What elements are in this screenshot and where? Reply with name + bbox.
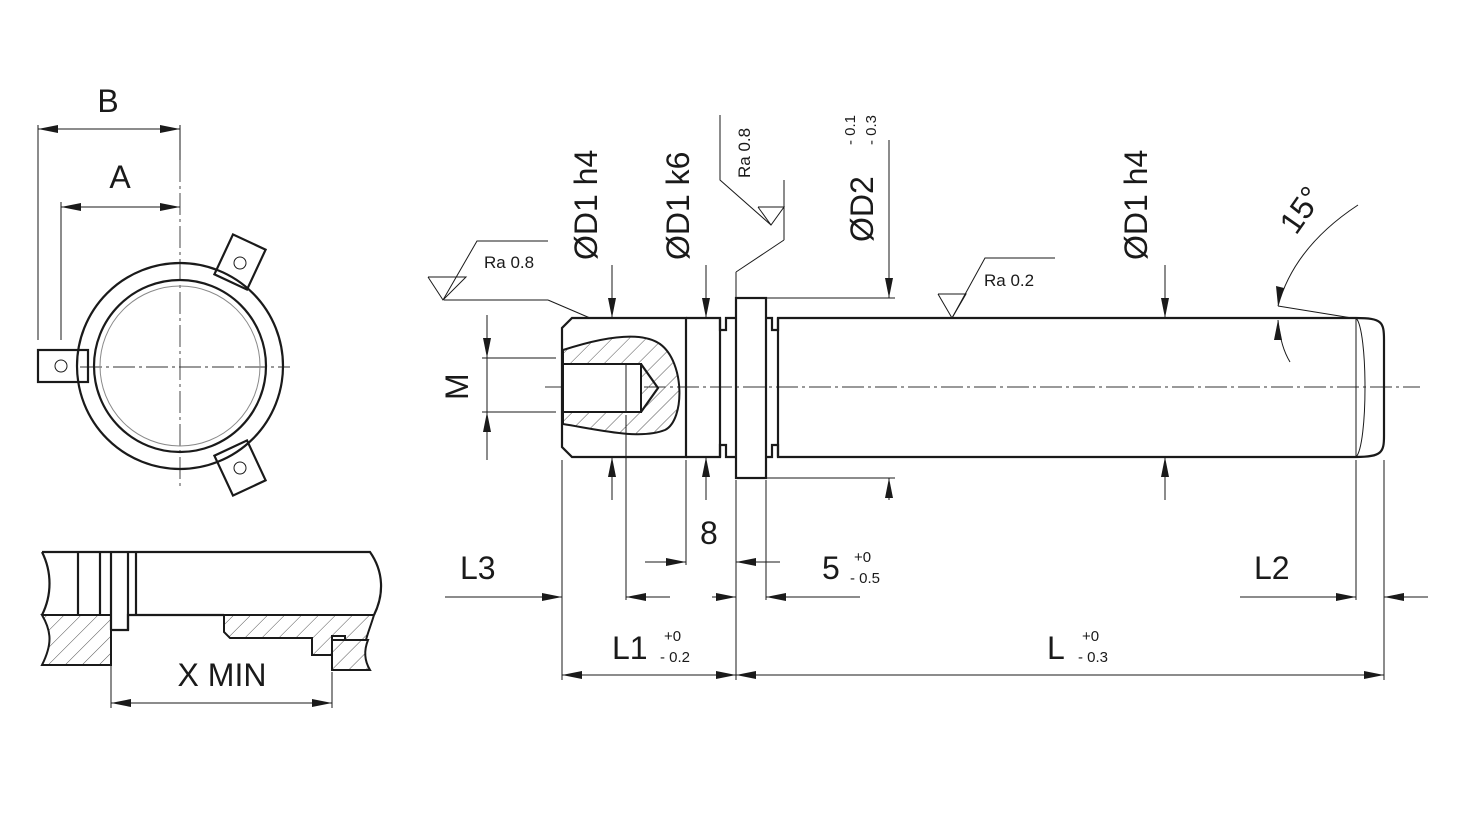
- roughness-label-groove: Ra 0.8: [735, 128, 754, 178]
- roughness-label-left: Ra 0.8: [484, 253, 534, 272]
- dim-label-d1-h4-right: ØD1 h4: [1118, 150, 1154, 260]
- roughness-symbol-shaft: [937, 257, 1055, 319]
- dim-label-l1-tol-plus: +0: [664, 628, 681, 645]
- dim-label-5-tol-plus: +0: [854, 549, 871, 566]
- roughness-symbol-groove: [719, 115, 785, 298]
- roughness-label-shaft: Ra 0.2: [984, 271, 1034, 290]
- ring-front-view: [36, 125, 290, 498]
- dim-label-b: B: [97, 83, 118, 119]
- roughness-symbol-left: [427, 240, 591, 319]
- dim-label-m: M: [439, 373, 475, 400]
- dim-label-l: L: [1047, 630, 1065, 666]
- shaft-side-view: [545, 296, 1420, 480]
- dim-label-d1-k6: ØD1 k6: [660, 152, 696, 260]
- dim-label-d2: ØD2: [844, 176, 880, 242]
- dim-label-d1-h4-left: ØD1 h4: [568, 150, 604, 260]
- dim-label-angle: 15°: [1272, 180, 1329, 240]
- dim-label-5-tol-minus: - 0.5: [850, 570, 880, 587]
- dim-label-x-min: X MIN: [178, 657, 267, 693]
- dim-label-a: A: [109, 159, 131, 195]
- dim-label-l1-tol-minus: - 0.2: [660, 649, 690, 666]
- dim-label-l2: L2: [1254, 550, 1290, 586]
- shaft-dimensions: [445, 140, 1428, 680]
- dim-label-l-tol-plus: +0: [1082, 628, 1099, 645]
- mounting-section-view: [40, 550, 383, 708]
- dim-label-l1: L1: [612, 630, 648, 666]
- dim-label-l3: L3: [460, 550, 496, 586]
- dim-label-8: 8: [700, 515, 718, 551]
- dim-label-5: 5: [822, 550, 840, 586]
- dim-label-l-tol-minus: - 0.3: [1078, 649, 1108, 666]
- dim-label-d2-tol-upper: - 0.1: [842, 115, 859, 145]
- dim-label-d2-tol-lower: - 0.3: [863, 115, 880, 145]
